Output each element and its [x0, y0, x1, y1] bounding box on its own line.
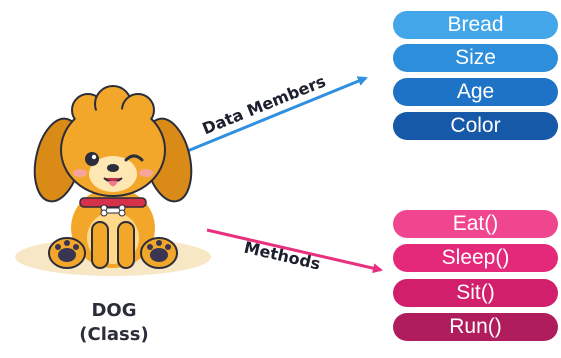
data-member-size: Size: [393, 44, 558, 72]
methods-label: Methods: [242, 238, 322, 274]
puppy-illustration: [15, 85, 211, 276]
data-members-label: Data Members: [200, 72, 329, 139]
method-sit: Sit(): [393, 279, 558, 307]
data-members-arrow: [184, 76, 368, 154]
data-member-bread: Bread: [393, 11, 558, 39]
collar: [79, 197, 147, 208]
bone-icon: [100, 204, 126, 217]
methods-arrow: [206, 228, 383, 274]
data-member-color: Color: [393, 112, 558, 140]
dog-class-name: DOG: [91, 300, 137, 321]
data-member-age: Age: [393, 78, 558, 106]
dog-class-kind: (Class): [79, 324, 149, 345]
method-sleep: Sleep(): [393, 244, 558, 272]
method-run: Run(): [393, 313, 558, 341]
method-eat: Eat(): [393, 210, 558, 238]
